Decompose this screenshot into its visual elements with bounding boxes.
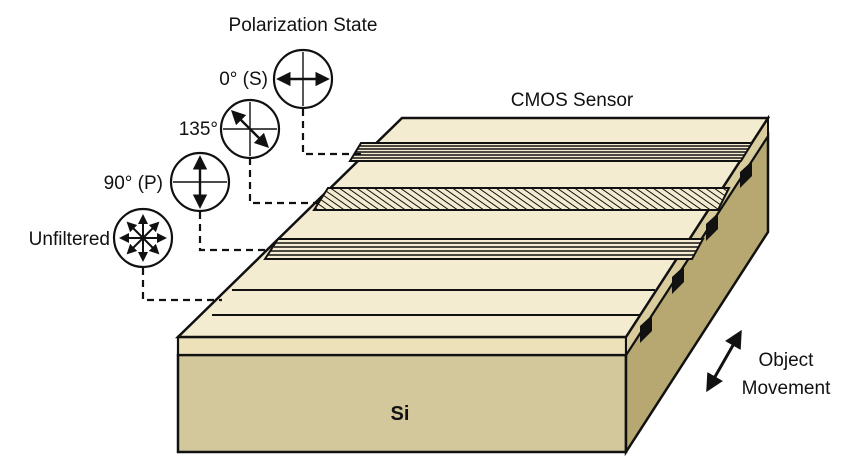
unpolarized-icon [112, 207, 174, 269]
filter-layer-front [176, 335, 628, 357]
horizontal-polarizer-icon [272, 48, 334, 110]
unfiltered-stripes [212, 289, 655, 316]
state-label-135deg: 135° [179, 119, 218, 140]
object-movement-arrow [706, 329, 742, 393]
substrate-label: Si [391, 403, 410, 425]
movement-label-line2: Movement [742, 378, 831, 399]
vertical-polarizer-icon [169, 151, 231, 213]
diagonal-135-polarizer-icon [219, 98, 281, 160]
state-label-unfiltered: Unfiltered [29, 229, 110, 250]
filter-stripe-0deg [348, 142, 754, 162]
movement-label-line1: Object [759, 350, 815, 371]
pixel-wells [640, 161, 752, 343]
cmos-sensor-label: CMOS Sensor [511, 90, 634, 111]
state-label-0deg: 0° (S) [219, 69, 268, 90]
filter-stripe-135deg [312, 187, 731, 211]
polarization-state-title: Polarization State [229, 15, 378, 36]
connector-lines [141, 109, 362, 302]
state-label-90deg: 90° (P) [104, 173, 163, 194]
filter-stripe-90deg [263, 238, 705, 260]
